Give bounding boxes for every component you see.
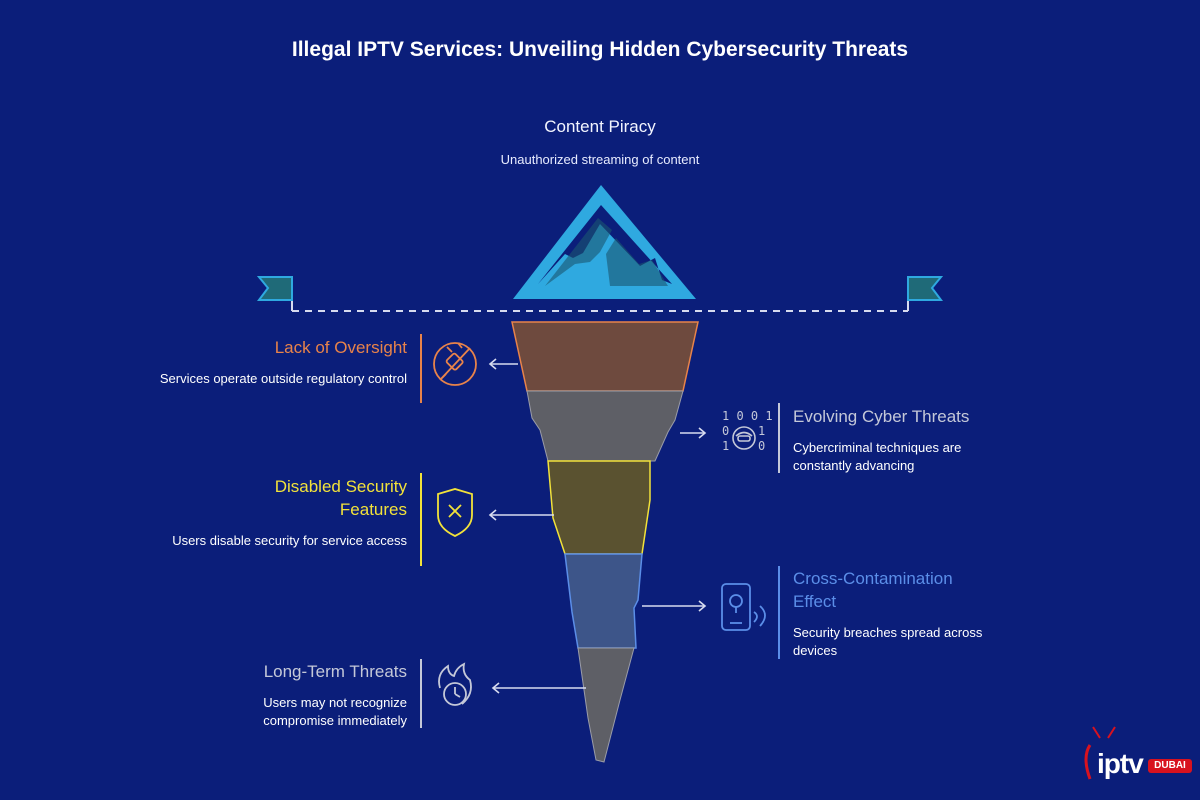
binary-hacker-icon bbox=[732, 426, 756, 450]
band-cross-contamination bbox=[564, 553, 643, 649]
band-lack-of-oversight bbox=[511, 321, 699, 392]
logo-dubai-badge: DUBAI bbox=[1148, 759, 1192, 773]
lack-of-oversight-description: Services operate outside regulatory cont… bbox=[159, 371, 407, 386]
fire-clock-icon bbox=[438, 662, 472, 706]
evolving-cyber-threats-description: Cybercriminal techniques are constantly … bbox=[793, 440, 962, 473]
logo-tv-mark bbox=[1084, 726, 1116, 780]
left-flag-icon bbox=[256, 276, 293, 311]
long-term-threats-title: Long-Term Threats bbox=[263, 662, 407, 681]
cross-contamination-title: Cross-Contamination Effect bbox=[793, 569, 953, 611]
shield-x-icon bbox=[437, 488, 473, 537]
band-long-term-threats bbox=[577, 647, 635, 763]
disabled-security-title: Disabled Security Features bbox=[274, 477, 407, 519]
svg-text:0: 0 bbox=[758, 439, 765, 453]
iceberg-tip bbox=[513, 185, 696, 299]
phone-virus-icon bbox=[721, 583, 766, 631]
band-evolving-cyber-threats bbox=[526, 390, 684, 462]
svg-text:0: 0 bbox=[722, 424, 729, 438]
cross-contamination-description: Security breaches spread across devices bbox=[793, 625, 983, 658]
binary-digits: 1 0 0 1 0 1 1 0 bbox=[722, 409, 773, 453]
content-piracy-title: Content Piracy bbox=[544, 117, 656, 136]
disabled-security-description: Users disable security for service acces… bbox=[172, 533, 407, 548]
right-flag-icon bbox=[907, 276, 944, 311]
evolving-cyber-threats-title: Evolving Cyber Threats bbox=[793, 407, 970, 426]
svg-text:1: 1 bbox=[722, 439, 729, 453]
content-piracy-description: Unauthorized streaming of content bbox=[500, 152, 700, 167]
svg-text:1: 1 bbox=[758, 424, 765, 438]
long-term-threats-description: Users may not recognize compromise immed… bbox=[263, 695, 407, 728]
band-disabled-security bbox=[547, 460, 651, 555]
lack-of-oversight-title: Lack of Oversight bbox=[274, 338, 407, 357]
logo-iptv-text: iptv bbox=[1097, 748, 1144, 779]
diagram-title: Illegal IPTV Services: Unveiling Hidden … bbox=[291, 38, 909, 61]
svg-text:1 0 0 1: 1 0 0 1 bbox=[722, 409, 773, 423]
unplugged-icon bbox=[433, 342, 477, 386]
